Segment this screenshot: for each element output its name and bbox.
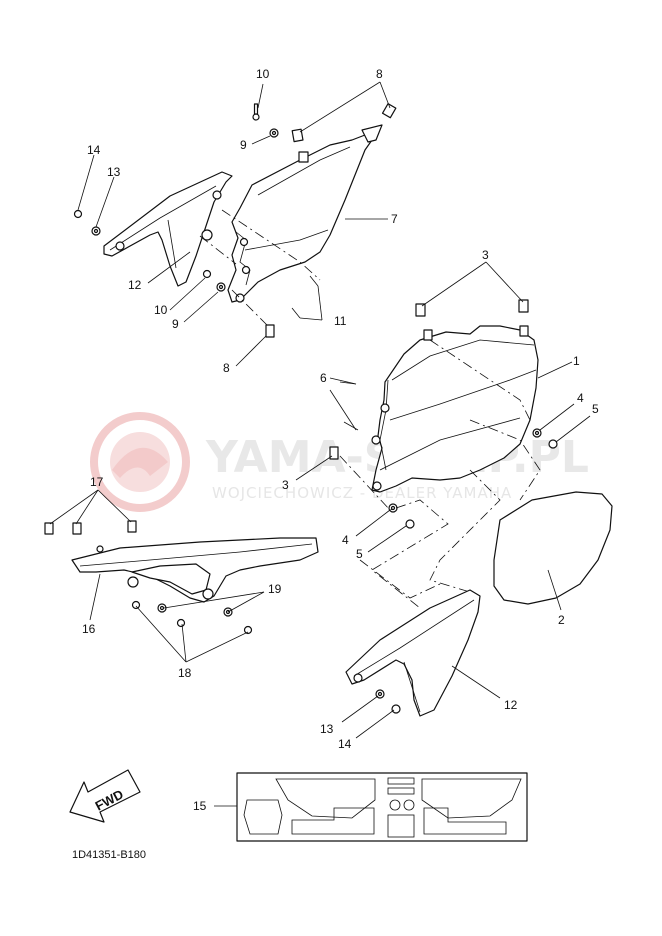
side-plate-12-lower (345, 589, 481, 717)
screw-14-upper (73, 209, 83, 219)
bolt-5-right (548, 439, 558, 449)
alignment-lines-right (339, 339, 541, 609)
watermark-tagline: WOJCIECHOWICZ - DEALER YAMAHA (212, 484, 512, 502)
bolt-5-mid (405, 519, 415, 529)
decal-sheet-15 (236, 772, 528, 842)
callout-3-lower: 3 (282, 478, 289, 492)
callout-13-upper: 13 (107, 165, 121, 179)
callout-18: 18 (178, 666, 192, 680)
callout-5-mid: 5 (356, 547, 363, 561)
callout-8-upper: 8 (376, 67, 383, 81)
callout-10-lower: 10 (154, 303, 168, 317)
screw-6 (339, 381, 359, 431)
watermark-logo-icon (90, 412, 190, 512)
callout-6: 6 (320, 371, 327, 385)
callout-16: 16 (82, 622, 96, 636)
callout-14-lower: 14 (338, 737, 352, 751)
callout-14-upper: 14 (87, 143, 101, 157)
callout-10-upper: 10 (256, 67, 270, 81)
washer-4-right (532, 428, 542, 438)
callout-2: 2 (558, 613, 565, 627)
callout-12-lower: 12 (504, 698, 518, 712)
pad-2 (493, 491, 613, 605)
callout-7: 7 (391, 212, 398, 226)
washer-19 (157, 603, 233, 617)
callout-11: 11 (334, 314, 347, 328)
callout-19: 19 (268, 582, 282, 596)
callout-4-mid: 4 (342, 533, 349, 547)
fwd-arrow-icon: FWD (69, 769, 141, 823)
callout-12-upper: 12 (128, 278, 142, 292)
hardware-upper (73, 103, 397, 338)
hardware-right (339, 381, 558, 529)
callout-8-lower: 8 (223, 361, 230, 375)
screw-18 (131, 600, 253, 635)
callout-13-lower: 13 (320, 722, 334, 736)
callout-4-right: 4 (577, 391, 584, 405)
washer-9-upper (269, 128, 279, 138)
bolt-10-lower (202, 269, 212, 279)
washer-4-mid (388, 503, 398, 513)
right-side-cover-1 (329, 299, 539, 493)
guard-16 (44, 520, 319, 635)
leader-lines (49, 81, 591, 807)
callout-17: 17 (90, 475, 104, 489)
callout-3-upper: 3 (482, 248, 489, 262)
clip-8-lower (265, 324, 275, 338)
callout-5-right: 5 (592, 402, 599, 416)
left-side-cover-7 (227, 124, 383, 303)
callout-9-lower: 9 (172, 317, 179, 331)
clip-8-upper (291, 103, 397, 143)
washer-13-upper (91, 226, 101, 236)
side-plate-12-upper (103, 171, 233, 287)
screw-14-lower (391, 704, 401, 714)
callout-labels: 10 8 9 14 13 7 12 10 9 11 8 3 1 6 4 5 3 … (82, 67, 599, 813)
washer-9-lower (216, 282, 226, 292)
bolt-10-upper (252, 103, 260, 121)
callout-15: 15 (193, 799, 207, 813)
callout-9-upper: 9 (240, 138, 247, 152)
screw-11 (291, 275, 319, 319)
alignment-lines-upper (199, 209, 321, 327)
diagram-code: 1D41351-B180 (72, 849, 146, 861)
callout-1: 1 (573, 354, 580, 368)
